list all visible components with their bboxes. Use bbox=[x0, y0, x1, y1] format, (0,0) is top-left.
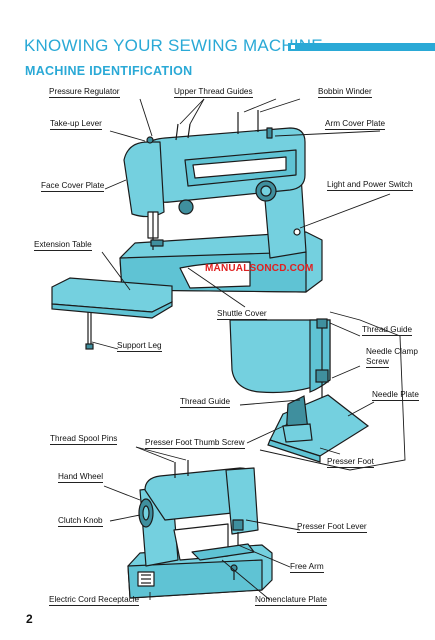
label-face-cover-plate: Face Cover Plate bbox=[41, 181, 105, 192]
page-number: 2 bbox=[26, 612, 33, 626]
label-extension-table: Extension Table bbox=[34, 240, 92, 251]
label-free-arm: Free Arm bbox=[290, 562, 324, 573]
label-pressure-regulator: Pressure Regulator bbox=[49, 87, 120, 98]
label-presser-foot-lever: Presser Foot Lever bbox=[297, 522, 367, 533]
needle-detail-illustration bbox=[229, 318, 370, 463]
label-needle-clamp: Needle Clamp bbox=[366, 347, 418, 356]
label-clutch-knob: Clutch Knob bbox=[58, 516, 103, 527]
section-title: KNOWING YOUR SEWING MACHINE bbox=[24, 36, 323, 55]
label-hand-wheel: Hand Wheel bbox=[58, 472, 104, 483]
top-machine-illustration bbox=[119, 110, 323, 293]
label-thread-guide-top: Thread Guide bbox=[362, 325, 413, 336]
label-upper-thread-guides: Upper Thread Guides bbox=[174, 87, 253, 98]
label-bobbin-winder: Bobbin Winder bbox=[318, 87, 372, 98]
label-support-leg: Support Leg bbox=[117, 341, 162, 352]
label-needle-plate: Needle Plate bbox=[372, 390, 419, 401]
label-electric-cord-receptacle: Electric Cord Receptacle bbox=[49, 595, 140, 606]
title-rule bbox=[288, 43, 435, 51]
label-presser-foot: Presser Foot bbox=[327, 457, 374, 468]
leader-lines bbox=[91, 98, 406, 601]
label-light-power-switch: Light and Power Switch bbox=[327, 180, 413, 191]
section-subtitle: MACHINE IDENTIFICATION bbox=[25, 64, 193, 78]
label-needle-clamp-screw: Screw bbox=[366, 357, 389, 368]
label-nomenclature-plate: Nomenclature Plate bbox=[255, 595, 327, 606]
extension-table-illustration bbox=[51, 277, 173, 350]
watermark: MANUALSONCD.COM bbox=[205, 263, 314, 274]
label-thread-spool-pins: Thread Spool Pins bbox=[50, 434, 118, 445]
label-arm-cover-plate: Arm Cover Plate bbox=[325, 119, 386, 130]
title-rule-mark bbox=[291, 45, 295, 49]
label-take-up-lever: Take-up Lever bbox=[50, 119, 102, 130]
label-thread-guide-mid: Thread Guide bbox=[180, 397, 231, 408]
label-presser-foot-thumb-screw: Presser Foot Thumb Screw bbox=[145, 438, 245, 449]
label-shuttle-cover: Shuttle Cover bbox=[217, 309, 267, 320]
bottom-machine-illustration bbox=[127, 460, 273, 599]
